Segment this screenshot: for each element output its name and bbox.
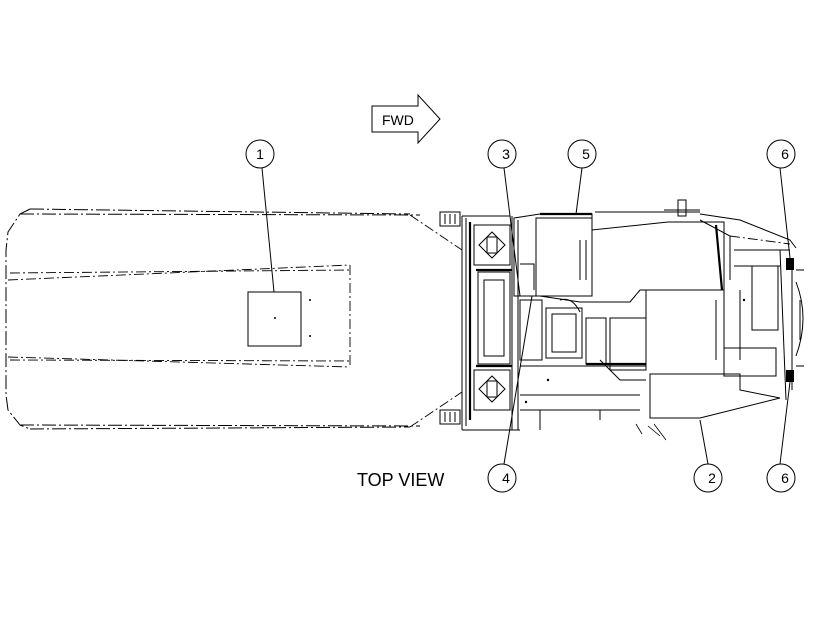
- callout-4: 4: [487, 463, 517, 493]
- callout-4-label: 4: [502, 470, 510, 486]
- leader-lines: [261, 167, 791, 465]
- callout-1: 1: [245, 139, 275, 169]
- front-body-outline: [5, 208, 463, 430]
- callout-5-label: 5: [582, 146, 590, 162]
- callout-3-label: 3: [502, 146, 510, 162]
- callout-6-top-label: 6: [781, 146, 789, 162]
- callout-3: 3: [487, 139, 517, 169]
- fwd-arrow: FWD: [371, 93, 441, 145]
- view-label: TOP VIEW: [357, 470, 444, 490]
- cab-structure: [439, 199, 804, 441]
- component-1-panel: [247, 291, 311, 347]
- callout-1-label: 1: [256, 146, 264, 162]
- fwd-label: FWD: [382, 112, 414, 128]
- callout-6-top: 6: [766, 139, 796, 169]
- callout-6-bottom: 6: [766, 463, 796, 493]
- callout-5: 5: [567, 139, 597, 169]
- callout-2: 2: [693, 463, 723, 493]
- callout-6-bottom-label: 6: [781, 470, 789, 486]
- callout-2-label: 2: [708, 470, 716, 486]
